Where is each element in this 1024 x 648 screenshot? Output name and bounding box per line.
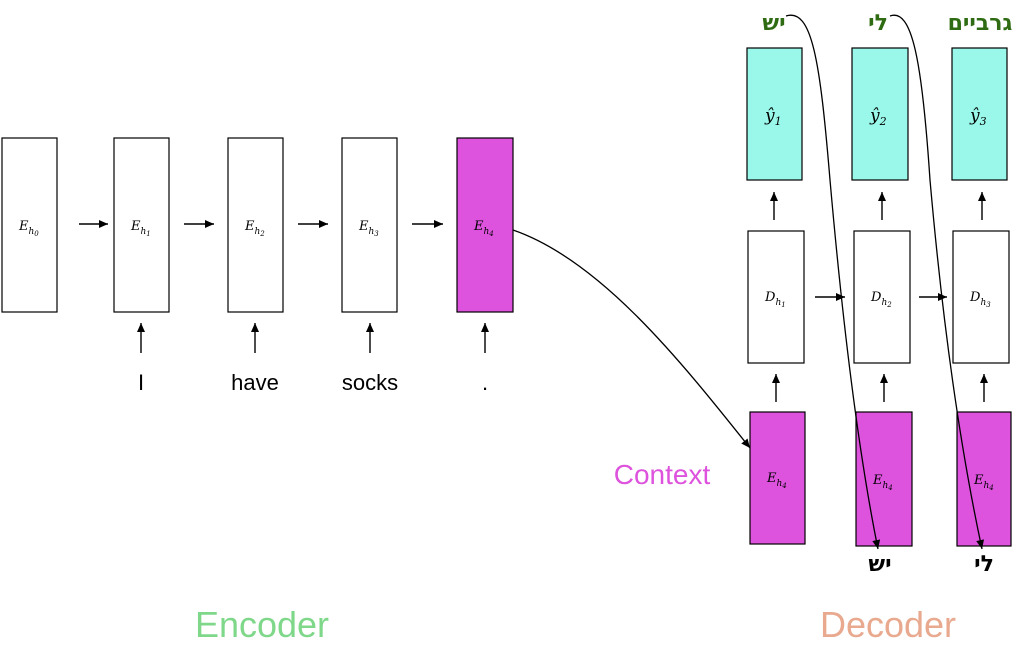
decoder-context-label: Eh4 xyxy=(973,473,994,492)
output-feedback-arrow xyxy=(785,14,881,550)
decoder-output-box xyxy=(746,47,803,181)
decoder-state-box xyxy=(853,230,911,364)
encoder-section-label: Encoder xyxy=(195,604,329,645)
encoder-state-label: Eh0 xyxy=(18,219,39,238)
decoder-context-3: Eh4 xyxy=(956,411,1012,547)
decoder-state-box xyxy=(747,230,805,364)
decoder-fed-input-word: לי xyxy=(974,552,994,577)
encoder-state-0: Eh0 xyxy=(1,137,58,313)
encoder-state-3: Eh3 xyxy=(341,137,398,313)
encoder-state-label: Eh4 xyxy=(473,219,494,238)
decoder-output-word: גרביים xyxy=(948,11,1013,36)
encoder-state-label: Eh3 xyxy=(358,219,379,238)
decoder-output-1: ŷ1 xyxy=(746,47,803,181)
decoder-state-3: Dh3 xyxy=(952,230,1010,364)
encoder-final-state-box xyxy=(456,137,514,313)
output-feedback-arrow xyxy=(889,14,985,550)
decoder-output-2: ŷ2 xyxy=(851,47,909,181)
decoder-context-box xyxy=(956,411,1012,547)
encoder-state-box xyxy=(227,137,284,313)
decoder-output-box xyxy=(951,47,1008,181)
decoder-section-label: Decoder xyxy=(820,604,956,645)
decoder-output-label: ŷ3 xyxy=(969,106,987,128)
decoder-output-word: יש xyxy=(762,11,785,36)
decoder-state-box xyxy=(952,230,1010,364)
encoder-state-1: Eh1 xyxy=(113,137,170,313)
context-transfer-arrow xyxy=(512,229,751,449)
encoder-input-word: have xyxy=(231,370,279,395)
decoder-fed-input-word: יש xyxy=(868,552,891,577)
decoder-output-3: ŷ3 xyxy=(951,47,1008,181)
decoder-output-word: לי xyxy=(868,11,888,36)
encoder-state-4: Eh4 xyxy=(456,137,514,313)
decoder-output-label: ŷ2 xyxy=(869,106,887,128)
decoder-context-label: Eh4 xyxy=(872,473,893,492)
encoder-state-box xyxy=(1,137,58,313)
encoder-input-word: . xyxy=(482,370,488,395)
encoder-state-label: Eh1 xyxy=(130,219,151,238)
decoder-context-2: Eh4 xyxy=(855,411,913,547)
encoder-input-word: I xyxy=(138,370,144,395)
decoder-context-box xyxy=(749,411,806,545)
decoder-context-1: Eh4 xyxy=(749,411,806,545)
decoder: יש לי גרביים ŷ1 ŷ2 ŷ3 Dh1 Dh2 xyxy=(746,11,1013,645)
decoder-state-label: Dh1 xyxy=(764,290,786,309)
decoder-state-1: Dh1 xyxy=(747,230,805,364)
encoder: Eh0 Eh1 Eh2 Eh3 Eh4 I have socks xyxy=(1,137,514,645)
context-label: Context xyxy=(614,459,711,490)
decoder-output-label: ŷ1 xyxy=(764,106,782,128)
encoder-state-box xyxy=(113,137,170,313)
decoder-state-label: Dh3 xyxy=(969,290,991,309)
decoder-output-box xyxy=(851,47,909,181)
decoder-context-label: Eh4 xyxy=(766,471,787,490)
encoder-state-box xyxy=(341,137,398,313)
encoder-input-word: socks xyxy=(342,370,398,395)
decoder-context-box xyxy=(855,411,913,547)
decoder-state-2: Dh2 xyxy=(853,230,911,364)
decoder-state-label: Dh2 xyxy=(870,290,892,309)
encoder-state-2: Eh2 xyxy=(227,137,284,313)
encoder-state-label: Eh2 xyxy=(244,219,265,238)
